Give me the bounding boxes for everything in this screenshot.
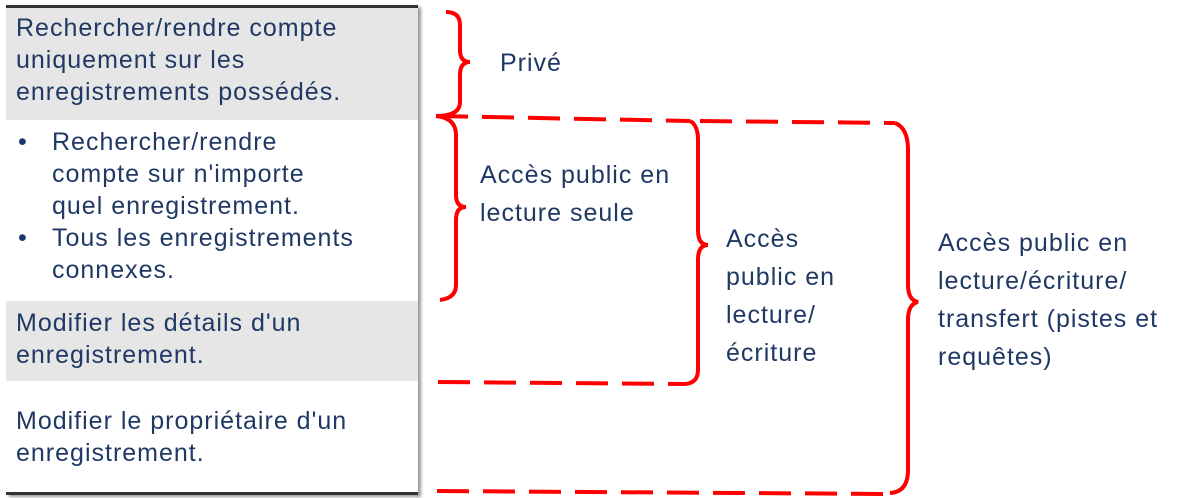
row-owner-text: Modifier le propriétaire d'un enregistre… bbox=[16, 407, 348, 467]
row-owner: Modifier le propriétaire d'un enregistre… bbox=[6, 401, 418, 481]
label-read-only: Accès public en lecture seule bbox=[480, 161, 671, 227]
bullet-related: Tous les enregistrements connexes. bbox=[18, 222, 412, 286]
dash-top-read-write bbox=[435, 114, 691, 123]
dash-bottom-transfer bbox=[436, 489, 891, 496]
dash-bottom-read-write bbox=[437, 380, 686, 386]
row-owned: Rechercher/rendre compte uniquement sur … bbox=[6, 8, 418, 120]
label-transfer: Accès public en lecture/écriture/ transf… bbox=[938, 229, 1159, 371]
row-owned-text: Rechercher/rendre compte uniquement sur … bbox=[16, 14, 342, 106]
brace-read-write bbox=[684, 119, 709, 386]
permissions-panel: Rechercher/rendre compte uniquement sur … bbox=[6, 5, 418, 495]
brace-read-only bbox=[435, 114, 467, 302]
row-edit-text: Modifier les détails d'un enregistrement… bbox=[16, 309, 302, 369]
bullet-any-record: Rechercher/rendre compte sur n'importe q… bbox=[18, 126, 352, 222]
brace-transfer bbox=[889, 121, 919, 495]
label-private: Privé bbox=[500, 49, 562, 77]
dash-top-transfer bbox=[699, 119, 896, 125]
label-read-write: Accès public en lecture/ écriture bbox=[726, 225, 836, 367]
row-read: Rechercher/rendre compte sur n'importe q… bbox=[6, 122, 418, 302]
row-edit: Modifier les détails d'un enregistrement… bbox=[6, 301, 418, 381]
brace-private bbox=[435, 10, 471, 118]
